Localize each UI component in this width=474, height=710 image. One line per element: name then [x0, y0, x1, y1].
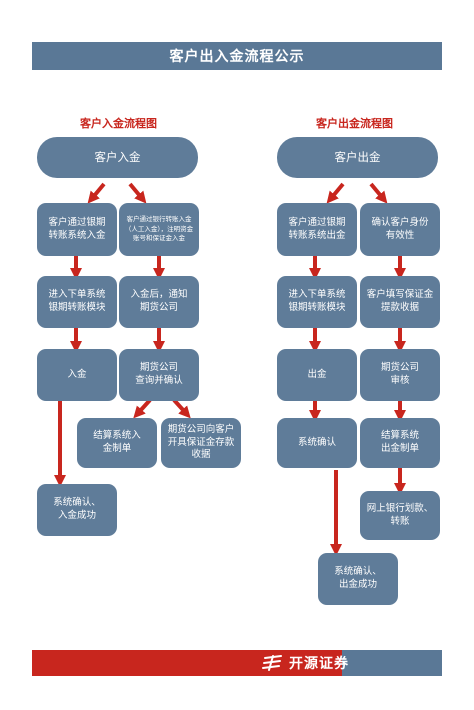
node-manual-deposit: 客户通过银行转账入金 （人工入金），注明资金 账号和保证金入金 [119, 203, 199, 256]
arrow [87, 182, 106, 204]
footer-blue-band [342, 650, 442, 676]
arrow [326, 182, 345, 204]
company-logo: 开源证券 [262, 650, 349, 676]
node-fill-receipt: 客户填写保证金 提款收据 [360, 276, 440, 328]
arrow [369, 182, 388, 204]
left-column-title: 客户入金流程图 [80, 117, 157, 130]
node-deposit-success: 系统确认、 入金成功 [37, 484, 117, 536]
node-deposit: 入金 [37, 349, 117, 401]
page-title: 客户出入金流程公示 [32, 42, 442, 70]
node-enter-trading-module: 进入下单系统 银期转账模块 [37, 276, 117, 328]
node-bank-futures-withdrawal: 客户通过银期 转账系统出金 [277, 203, 357, 256]
node-system-confirm: 系统确认 [277, 418, 357, 468]
node-settlement-withdrawal: 结算系统 出金制单 [360, 418, 440, 468]
arrow [133, 398, 152, 419]
node-customer-withdrawal: 客户出金 [277, 137, 438, 178]
logo-text: 开源证券 [289, 656, 349, 672]
node-settlement-deposit: 结算系统入 金制单 [77, 418, 157, 468]
footer-red-band [32, 650, 342, 676]
arrow [128, 182, 147, 204]
node-confirm-identity: 确认客户身份 有效性 [360, 203, 440, 256]
node-enter-trading-module-right: 进入下单系统 银期转账模块 [277, 276, 357, 328]
node-bank-futures-deposit: 客户通过银期 转账系统入金 [37, 203, 117, 256]
node-notify-company: 入金后，通知 期货公司 [119, 276, 199, 328]
right-column-title: 客户出金流程图 [316, 117, 393, 130]
footer-bar: 开源证券 [32, 650, 442, 676]
node-online-bank-transfer: 网上银行划款、 转账 [360, 491, 440, 540]
node-review: 期货公司 审核 [360, 349, 440, 401]
node-customer-deposit: 客户入金 [37, 137, 198, 178]
logo-mark-icon [262, 655, 282, 671]
arrow [172, 398, 191, 419]
node-query-confirm: 期货公司 查询并确认 [119, 349, 199, 401]
node-withdrawal-success: 系统确认、 出金成功 [318, 553, 398, 605]
node-withdraw: 出金 [277, 349, 357, 401]
node-deposit-receipt: 期货公司向客户 开具保证金存款 收据 [161, 418, 241, 468]
